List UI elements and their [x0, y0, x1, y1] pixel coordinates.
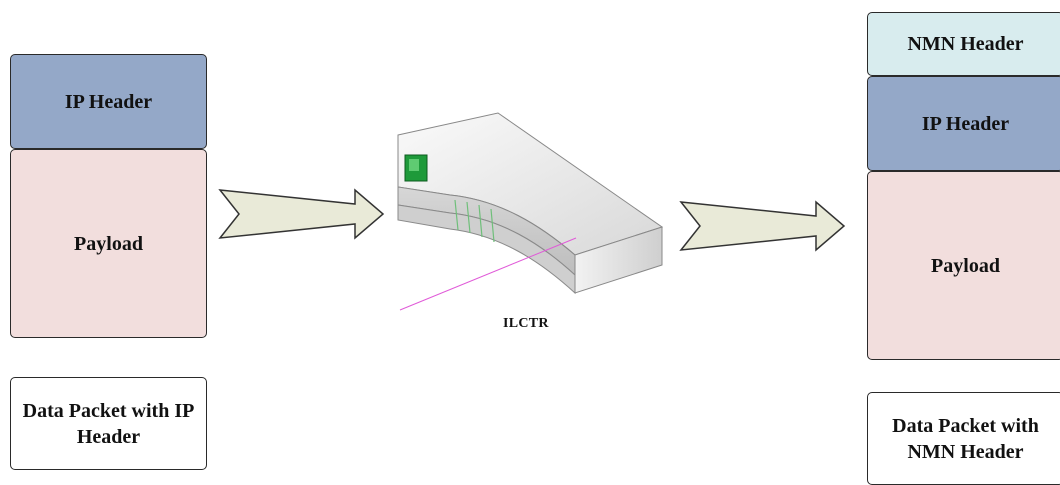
right-packet-caption-box: Data Packet with NMN Header: [867, 392, 1060, 485]
left-ip-header-label: IP Header: [64, 90, 153, 113]
left-packet-caption: Data Packet with IP Header: [22, 399, 195, 448]
right-ip-header-block: IP Header: [867, 76, 1060, 171]
ilctr-device-icon: [397, 112, 664, 311]
right-nmn-header-block: NMN Header: [867, 12, 1060, 76]
left-payload-block: Payload: [10, 149, 207, 338]
left-ip-header-block: IP Header: [10, 54, 207, 149]
right-arrow-icon: [679, 200, 846, 252]
left-packet-caption-box: Data Packet with IP Header: [10, 377, 207, 470]
right-ip-header-label: IP Header: [921, 112, 1010, 135]
right-payload-block: Payload: [867, 171, 1060, 360]
right-nmn-header-label: NMN Header: [907, 33, 1024, 55]
left-arrow-icon: [218, 188, 385, 240]
ilctr-label: ILCTR: [503, 316, 549, 331]
right-payload-label: Payload: [931, 254, 1000, 277]
right-packet-caption: Data Packet with NMN Header: [892, 414, 1039, 463]
left-payload-label: Payload: [74, 232, 143, 255]
